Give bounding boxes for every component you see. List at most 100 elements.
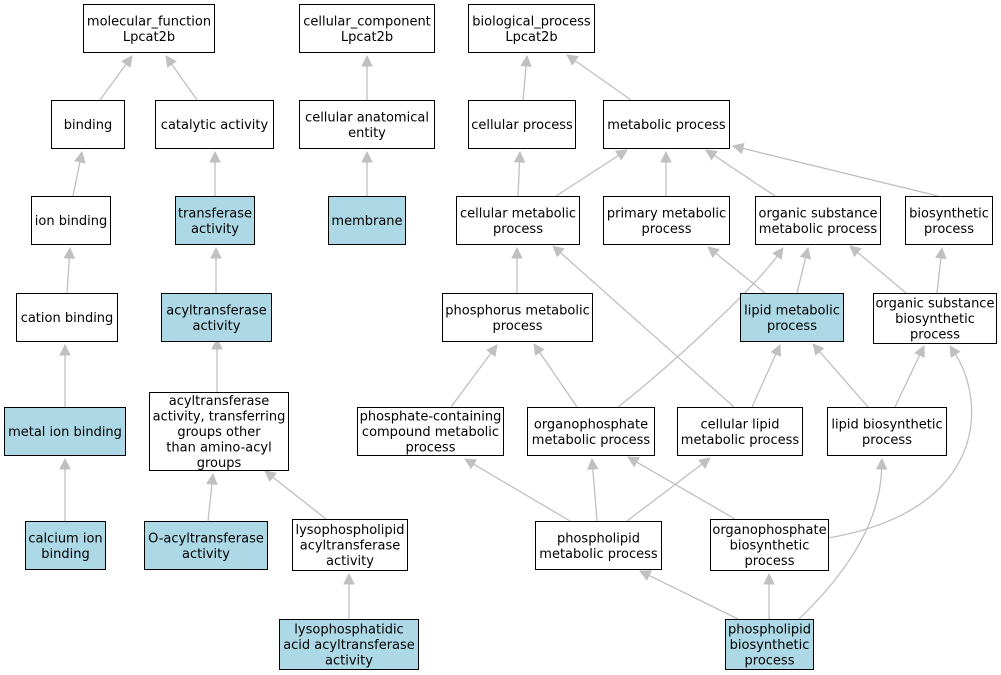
node-box	[299, 100, 435, 149]
edge-arrowhead	[707, 246, 720, 259]
node-box	[279, 619, 419, 670]
node-box	[292, 519, 408, 571]
node-box	[527, 407, 655, 456]
node-label-line: compound metabolic	[362, 425, 499, 440]
edge-lpaat-to-lysoacyl	[343, 572, 355, 619]
node-box	[144, 521, 268, 570]
edge-lipidbiosyn-to-orgsubbiosyn	[894, 344, 925, 408]
node-box	[25, 521, 106, 570]
edge-arrowhead	[799, 246, 812, 260]
edge-calcium-to-metalion	[59, 457, 71, 521]
node-label-line: process	[745, 554, 795, 569]
node-box	[755, 196, 881, 245]
go-term-node-cation: cation binding	[16, 293, 118, 342]
edge-line	[857, 251, 907, 294]
edge-arrowhead	[74, 150, 86, 164]
edge-phlipbiosyn-to-lipidbiosyn	[798, 457, 888, 620]
edge-phlipmet-to-orgphosmet	[587, 457, 599, 522]
node-label-line: organophosphate	[534, 417, 648, 432]
edge-catalytic-to-mf	[165, 55, 198, 101]
edge-orgsubbiosyn-to-orgsubmet	[849, 245, 907, 294]
edge-cation-to-ionbinding	[63, 246, 76, 294]
edge-arrowhead	[763, 572, 775, 585]
node-label-line: lysophospholipid	[295, 523, 404, 538]
node-box	[299, 4, 435, 53]
edge-arrowhead	[464, 458, 477, 470]
node-label-line: phospholipid	[557, 531, 640, 546]
edge-arrowhead	[520, 54, 532, 67]
node-label-line: process	[406, 441, 456, 456]
edge-line	[450, 352, 492, 408]
node-label-line: activity	[326, 554, 374, 569]
node-label-line: groups	[197, 456, 242, 471]
node-label-line: metabolic process	[539, 547, 658, 562]
node-label-line: activity	[191, 222, 239, 237]
node-label-line: lipid biosynthetic	[831, 417, 942, 432]
node-label-line: cellular anatomical	[305, 110, 429, 125]
edge-arrowhead	[63, 246, 76, 259]
node-label-line: organic substance	[876, 297, 995, 312]
edge-orgphosmet-to-phosmet	[533, 343, 578, 408]
edge-line	[819, 351, 869, 408]
edge-line	[522, 65, 527, 101]
edge-line	[894, 354, 921, 408]
node-label-line: membrane	[331, 214, 402, 229]
edge-metalion-to-cation	[59, 343, 71, 407]
node-box	[442, 293, 593, 342]
edge-arrowhead	[615, 149, 628, 161]
node-box	[725, 619, 814, 670]
edge-line	[560, 252, 735, 408]
node-label-line: activity, transferring	[153, 410, 286, 425]
edge-arrowhead	[552, 245, 565, 258]
edge-line	[715, 252, 766, 294]
edge-line	[827, 354, 973, 539]
node-label-line: process	[745, 654, 795, 669]
node-box	[51, 100, 125, 149]
node-box	[710, 519, 829, 571]
node-label-line: biological_process	[472, 14, 591, 29]
edge-arrowhead	[875, 457, 888, 470]
node-label-line: organophosphate	[712, 523, 826, 538]
node-label-line: metabolic process	[532, 433, 651, 448]
node-box	[456, 196, 580, 245]
edge-phlipbiosyn-to-phlipmet	[638, 570, 739, 620]
edge-line	[517, 161, 521, 197]
node-label-line: calcium ion	[28, 531, 102, 546]
node-label-line: process	[493, 222, 543, 237]
node-label-line: metabolic process	[681, 433, 800, 448]
node-label-line: lysophosphatidic	[294, 623, 403, 638]
edge-membrane-to-cae	[361, 150, 373, 196]
node-label-line: acyltransferase	[166, 303, 267, 318]
edge-line	[617, 255, 778, 408]
node-box	[83, 4, 215, 53]
edge-arrowhead	[660, 150, 672, 163]
edge-arrowhead	[566, 54, 579, 66]
edge-arrowhead	[770, 343, 781, 357]
go-term-node-metalion: metal ion binding	[4, 407, 126, 456]
node-label-line: phospholipid	[728, 623, 811, 638]
edge-arrowhead	[59, 457, 71, 470]
node-label-line: activity	[193, 319, 241, 334]
edge-line	[171, 63, 198, 101]
edge-lipidbiosyn-to-lipidmet	[812, 343, 869, 408]
edge-arrowhead	[731, 142, 745, 155]
node-box	[328, 196, 406, 245]
edge-orgphosbiosyn-to-orgphosmet	[627, 456, 736, 520]
node-label-line: Lpcat2b	[123, 30, 175, 45]
node-box	[603, 100, 730, 149]
edge-biosyn-to-metproc	[731, 142, 939, 197]
node-label-line: acid acyltransferase	[283, 638, 415, 653]
edge-line	[272, 476, 327, 520]
node-box	[873, 293, 997, 344]
